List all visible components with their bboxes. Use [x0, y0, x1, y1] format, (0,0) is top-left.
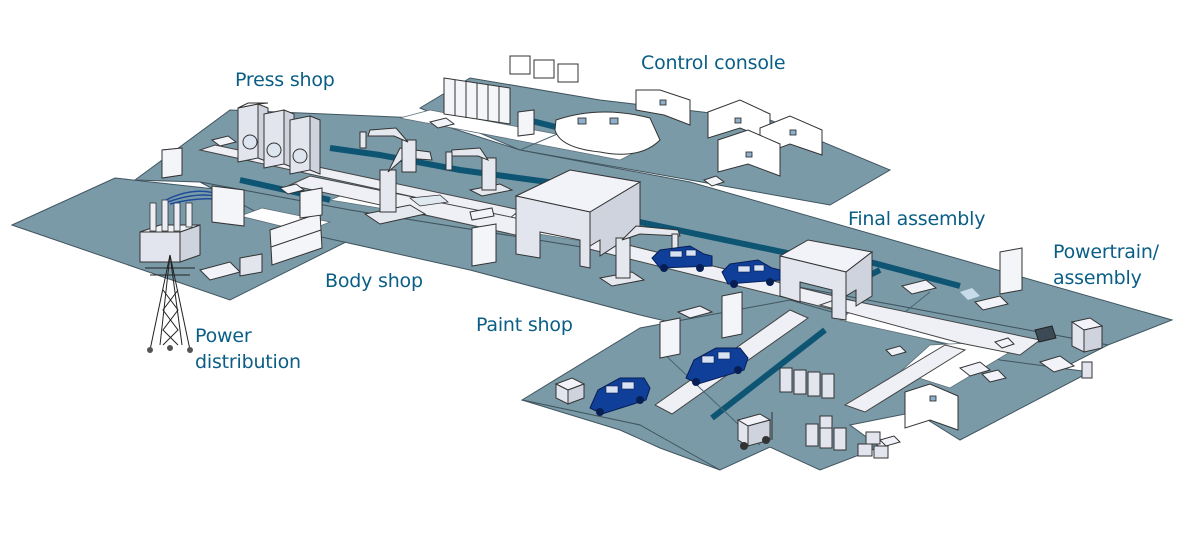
small-crate	[958, 361, 992, 377]
monitor	[577, 117, 587, 125]
office-cubicle	[904, 383, 959, 431]
label-press-shop: Press shop	[235, 69, 335, 91]
cabinet	[161, 147, 183, 179]
car-panel	[408, 194, 449, 207]
wall-display	[509, 55, 531, 75]
office-cubicle	[717, 129, 781, 177]
press-machine	[289, 115, 321, 175]
dark-crate	[1034, 325, 1057, 343]
pallet-stack	[805, 415, 847, 451]
cabinet	[721, 291, 743, 339]
welding-robot	[363, 147, 433, 225]
small-crate	[879, 435, 901, 447]
label-final-assembly: Final assembly	[848, 208, 986, 230]
rail-final	[869, 259, 961, 289]
body-shop-equipment	[161, 127, 514, 267]
small-crate	[993, 337, 1015, 349]
floor-lower	[521, 399, 721, 471]
car-body	[651, 245, 713, 272]
stacked-crate	[1083, 325, 1103, 353]
cabinet	[471, 223, 497, 267]
small-crate	[885, 345, 907, 357]
label-power-distribution: Power distribution	[195, 325, 301, 373]
office-cubicle	[635, 89, 691, 126]
label-powertrain-assembly: Powertrain/ assembly	[1053, 241, 1159, 289]
car-body	[589, 377, 651, 416]
wall-display	[533, 59, 555, 79]
transformer	[139, 231, 181, 263]
car-body	[721, 259, 781, 288]
conveyor-lower-right	[843, 344, 967, 413]
car-body	[685, 347, 749, 386]
control-console-equipment	[428, 55, 823, 187]
cabinet	[299, 187, 323, 219]
welding-robot	[445, 147, 514, 197]
cabinet	[659, 317, 681, 359]
floor-marker	[960, 288, 980, 300]
transmission-tower	[145, 254, 195, 353]
label-paint-shop: Paint shop	[476, 314, 573, 336]
small-crate	[981, 369, 1007, 383]
forklift	[736, 412, 773, 450]
assembly-gantry	[778, 239, 874, 321]
stacked-crate	[567, 383, 585, 405]
switchgear-cabinet	[211, 185, 245, 227]
paint-booth	[514, 169, 642, 269]
pallet-stack	[779, 367, 835, 399]
power-distribution-equipment	[139, 183, 323, 353]
small-crate	[278, 183, 306, 195]
compressor	[239, 253, 263, 277]
welding-robot	[359, 127, 417, 173]
machine-base	[1038, 355, 1076, 373]
label-body-shop: Body shop	[325, 270, 423, 292]
cylinder-tank	[1081, 361, 1093, 379]
rail-body	[329, 145, 571, 188]
car-panel	[469, 207, 495, 221]
stacked-crate	[857, 431, 889, 459]
monitor	[609, 117, 619, 125]
small-crate	[210, 135, 238, 147]
paint-robot	[598, 225, 681, 287]
pipe-bundle	[974, 295, 1009, 311]
cabinet	[517, 109, 535, 137]
logistics-equipment	[554, 247, 1104, 459]
wall-display	[557, 63, 579, 83]
label-control-console: Control console	[641, 52, 786, 74]
workbench	[900, 279, 938, 295]
small-crate	[702, 175, 726, 187]
cabinet	[999, 247, 1023, 295]
workbench	[676, 305, 714, 319]
floor-seam	[904, 291, 931, 313]
small-crate	[428, 117, 456, 129]
rail-lower	[710, 327, 827, 421]
